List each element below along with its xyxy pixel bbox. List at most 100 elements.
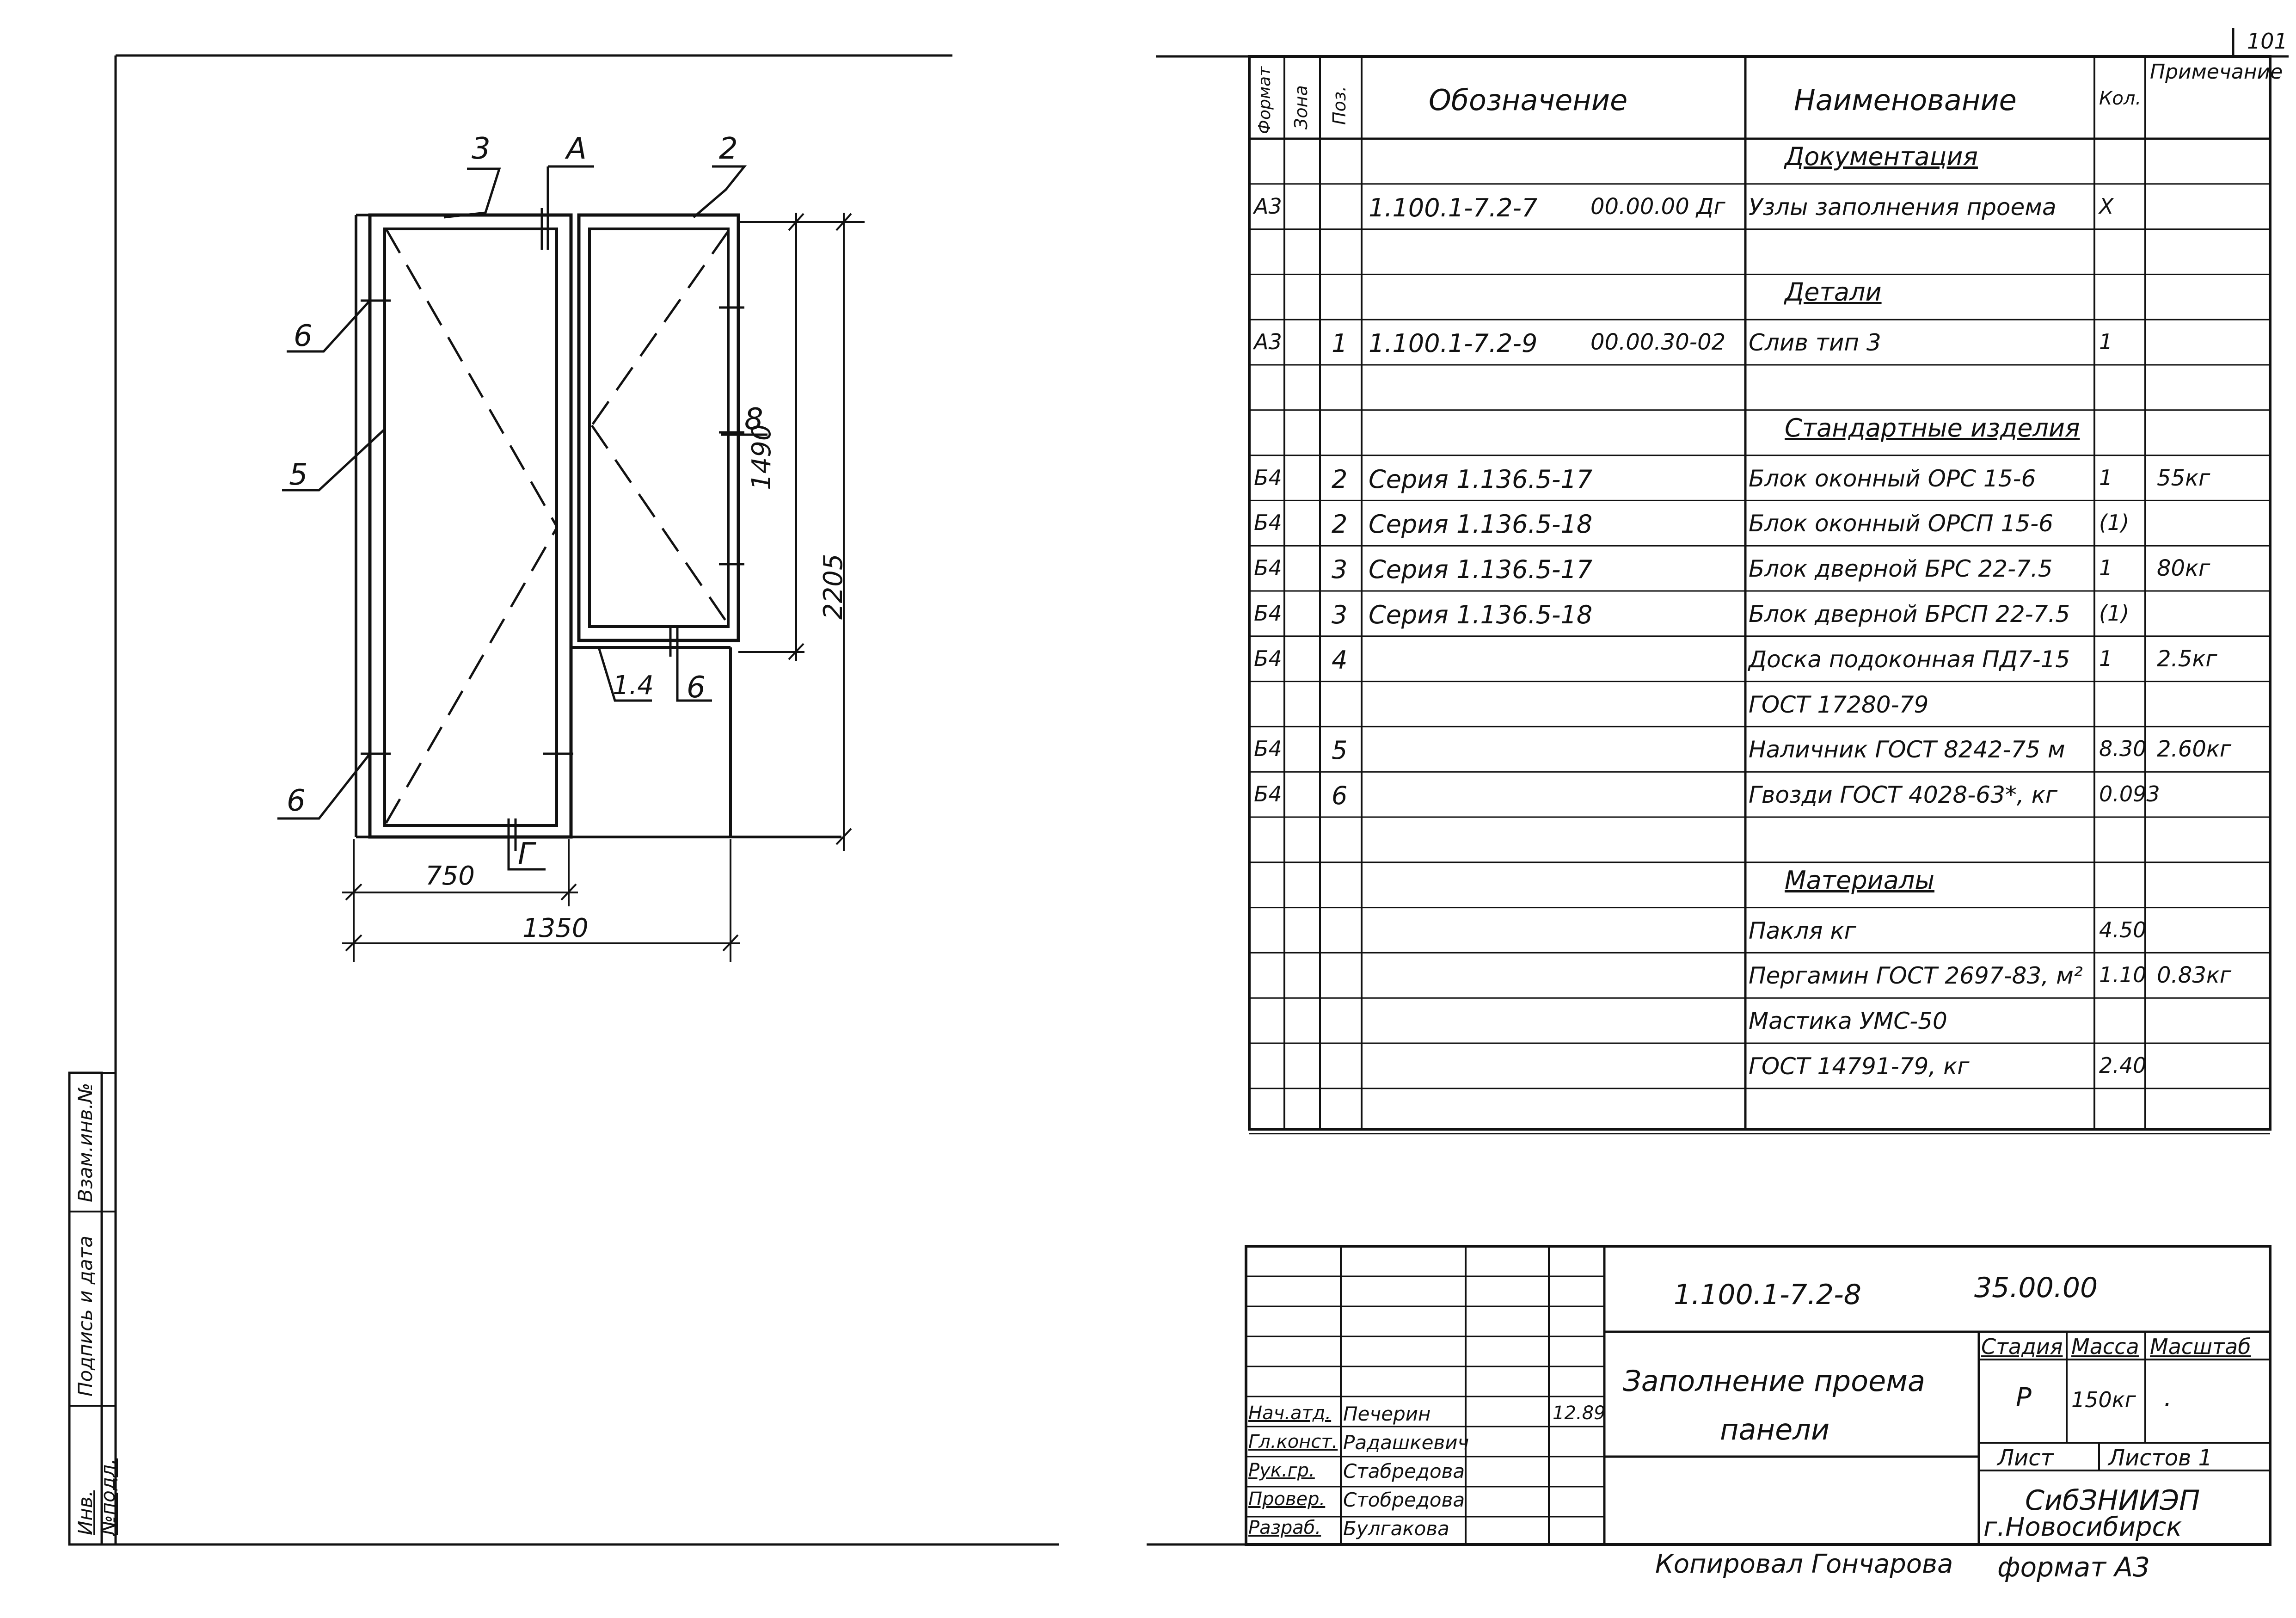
cell-name: Пергамин ГОСТ 2697-83, м² [1749,962,2083,990]
sheet-label: Лист [1997,1445,2054,1471]
cell-qty: 1 [2099,465,2113,490]
label-pos-2: 2 [719,132,738,166]
cell-qty: 0.093 [2099,781,2160,807]
cell-format: Б4 [1254,646,1282,671]
header-format: Формат [1255,66,1274,134]
cell-format: Б4 [1254,510,1282,535]
cell-designation: 1.100.1-7.2-9 [1369,329,1538,358]
cell-pos: 4 [1332,645,1348,675]
cell-note: 2.60кг [2157,736,2232,763]
cell-name: Мастика УМС-50 [1749,1008,1947,1035]
cell-designation: 1.100.1-7.2-7 [1369,193,1538,222]
cell-pos: 1 [1332,329,1348,358]
dimension-1350: 1350 [522,913,589,943]
signature-name: Булгакова [1343,1517,1449,1540]
cell-designation: Серия 1.136.5-18 [1369,510,1593,539]
page-number: 101 [2247,29,2288,54]
stage-value: Р [2016,1383,2032,1413]
cell-qty: 1 [2099,646,2113,671]
cell-qty: 1.10 [2099,962,2147,988]
cell-name: Доска подоконная ПД7-15 [1749,646,2070,673]
signature-role: Гл.конст. [1248,1431,1338,1452]
cell-designation2: 00.00.30-02 [1590,329,1726,356]
cell-note: 0.83кг [2157,962,2232,989]
cell-designation2: 00.00.00 Дг [1590,193,1725,220]
signature-role: Разраб. [1248,1517,1321,1538]
spec-row-lines [1249,183,2270,1135]
org-line2: г.Новосибирск [1983,1512,2182,1542]
label-pos-6-bottom: 6 [287,784,306,818]
cell-name: ГОСТ 14791-79, кг [1749,1053,1970,1080]
cell-pos: 2 [1332,510,1348,539]
cell-qty: 4.50 [2099,917,2147,942]
cell-format: А3 [1254,193,1282,219]
label-pos-8: 8 [744,402,763,437]
cell-note: 55кг [2157,465,2210,491]
cell-name: ГОСТ 17280-79 [1749,691,1929,718]
cell-pos: 2 [1332,464,1348,494]
dimension-1490: 1490 [747,424,777,490]
header-zone: Зона [1291,85,1311,129]
header-note: Примечание [2150,60,2283,84]
cell-format: Б4 [1254,555,1282,581]
scale-label: Масштаб [2150,1334,2251,1359]
cell-qty: 2.40 [2099,1053,2147,1078]
org-line1: СибЗНИИЭП [2025,1484,2200,1517]
cell-qty: (1) [2099,510,2130,535]
cell-name: Стандартные изделия [1785,413,2080,443]
label-pos-g: Г [518,837,534,871]
mass-label: Масса [2071,1334,2139,1359]
header-pos: Поз. [1329,86,1350,125]
header-name: Наименование [1794,83,2017,117]
cell-name: Узлы заполнения проема [1749,193,2057,221]
signature-role: Нач.атд. [1248,1403,1332,1424]
cell-format: А3 [1254,329,1282,355]
side-stamp-inv: Инв.№подл. [74,1458,119,1535]
cell-designation: Серия 1.136.5-17 [1369,464,1593,494]
stage-label: Стадия [1981,1334,2063,1359]
label-pos-6-top: 6 [294,319,313,353]
cell-qty: 8.30 [2099,736,2147,762]
cell-name: Блок дверной БРС 22-7.5 [1749,555,2053,583]
doc-title-line1: Заполнение проема [1623,1364,1925,1398]
cell-designation: Серия 1.136.5-17 [1369,555,1593,584]
signature-name: Стабредова [1343,1460,1465,1483]
cell-name: Наличник ГОСТ 8242-75 м [1749,736,2065,763]
cell-pos: 5 [1332,736,1348,765]
signature-role: Провер. [1248,1489,1326,1510]
signature-date: 12.89 [1553,1403,1606,1424]
signature-name: Печерин [1343,1403,1431,1425]
cell-name: Детали [1785,277,1882,307]
sheets-label: Листов 1 [2108,1445,2213,1471]
cell-name: Пакля кг [1749,917,1856,944]
header-qty: Кол. [2099,88,2142,109]
cell-name: Гвозди ГОСТ 4028-63*, кг [1749,781,2058,809]
header-designation: Обозначение [1429,83,1628,117]
cell-name: Слив тип 3 [1749,329,1881,357]
side-stamp-vzam: Взам.инв.№ [74,1083,97,1202]
cell-name: Материалы [1785,865,1934,895]
label-pos-a: A [566,132,587,166]
cell-format: Б4 [1254,601,1282,626]
label-pos-3: 3 [472,132,491,166]
cell-qty: 1 [2099,555,2113,581]
cell-note: 80кг [2157,555,2210,582]
signature-role: Рук.гр. [1248,1460,1315,1481]
cell-pos: 6 [1332,781,1348,811]
cell-pos: 3 [1332,555,1348,584]
cell-name: Документация [1785,142,1978,171]
label-pos-5: 5 [289,458,308,492]
cell-name: Блок оконный ОРС 15-6 [1749,465,2036,492]
cell-designation: Серия 1.136.5-18 [1369,600,1593,629]
cell-name: Блок оконный ОРСП 15-6 [1749,510,2053,537]
label-pos-1-4: 1.4 [613,671,654,701]
dimension-750: 750 [425,861,475,891]
cell-format: Б4 [1254,465,1282,490]
side-stamp-sign: Подпись и дата [74,1236,97,1397]
signature-name: Стобредова [1343,1489,1465,1511]
cell-qty: 1 [2099,329,2113,355]
cell-pos: 3 [1332,600,1348,629]
dimension-2205: 2205 [818,554,848,620]
cell-note: 2.5кг [2157,646,2217,672]
